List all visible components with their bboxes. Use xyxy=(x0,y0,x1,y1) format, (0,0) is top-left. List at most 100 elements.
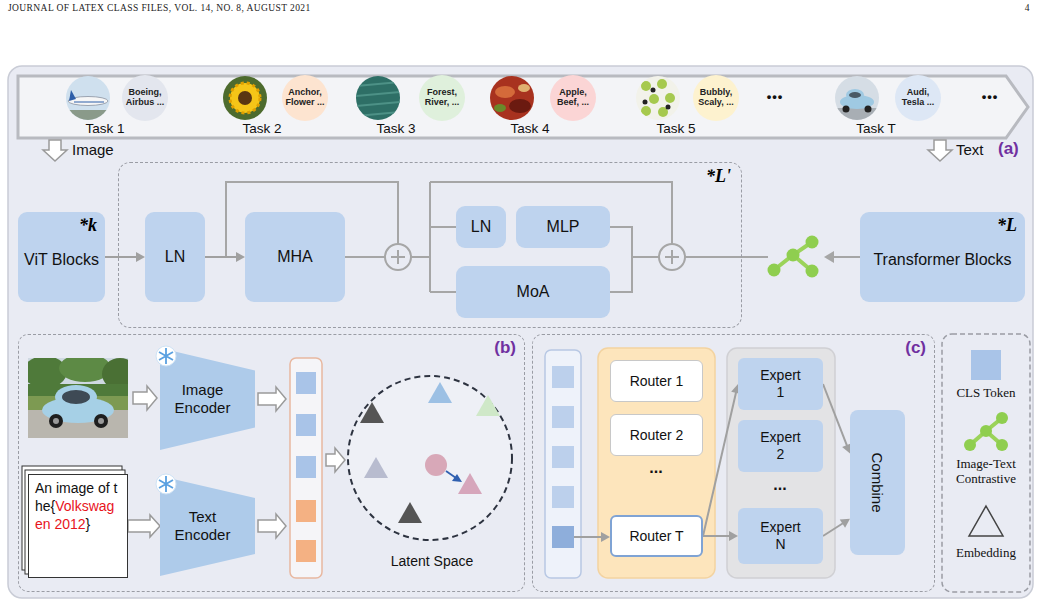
connector-line xyxy=(205,256,238,258)
cls-token-column xyxy=(545,350,581,578)
node-label: LN xyxy=(467,217,495,236)
cls-token-column xyxy=(552,526,574,548)
node-label: Apple, Beef, ... xyxy=(553,88,593,107)
encoder-shape: Text Encoder xyxy=(160,476,255,576)
task-image xyxy=(835,76,879,120)
node-label: Combine xyxy=(869,452,886,512)
repeat-count: *k xyxy=(79,216,97,234)
task-image xyxy=(518,84,530,92)
legend-text: Embedding xyxy=(944,546,1028,561)
router-box: Router 2 xyxy=(610,414,703,456)
hollow-arrow xyxy=(258,514,286,538)
car-photo xyxy=(53,418,59,424)
router-box: Router T xyxy=(610,515,703,557)
latent-space xyxy=(446,471,456,478)
cls-token-column xyxy=(545,350,581,578)
class-circle: Boeing, Airbus ... xyxy=(122,75,168,121)
frozen-icon xyxy=(159,476,173,492)
node-label: MLP xyxy=(543,217,584,236)
task-label: Task T xyxy=(846,121,906,136)
embedding-bar xyxy=(290,358,322,578)
input-label: Image xyxy=(72,141,132,158)
figure-background xyxy=(8,66,1033,598)
input-label: Text xyxy=(956,141,996,158)
node-label: Expert 1 xyxy=(760,367,800,401)
legend-contrastive-icon xyxy=(964,412,1008,451)
task-image xyxy=(356,76,400,120)
embedding-bar xyxy=(290,358,322,578)
arrow-head xyxy=(236,252,245,262)
task-image xyxy=(849,92,861,98)
latent-space xyxy=(428,382,452,403)
arrow-head xyxy=(136,252,145,262)
arrow-head xyxy=(601,532,610,542)
latent-space xyxy=(364,457,388,478)
node-label: ViT Blocks xyxy=(20,250,103,285)
attention-box: MHA xyxy=(245,212,345,302)
task-image xyxy=(494,104,506,112)
input-arrow xyxy=(928,140,952,161)
connector-line xyxy=(703,535,731,537)
connector-line xyxy=(823,384,847,447)
node-label: Expert 2 xyxy=(760,429,800,463)
latent-space xyxy=(476,395,500,416)
node-label: Router 1 xyxy=(630,373,684,389)
task-image xyxy=(509,99,531,113)
legend-contrastive-icon xyxy=(996,412,1008,424)
block-wiring xyxy=(610,227,632,292)
task-image xyxy=(641,106,651,116)
residual-add xyxy=(665,250,679,264)
connector-line xyxy=(823,523,844,536)
class-circle: Audi, Tesla ... xyxy=(895,75,941,121)
task-image xyxy=(641,81,651,91)
space-label: Latent Space xyxy=(377,553,487,569)
panel-tag: (c) xyxy=(533,335,934,358)
latent-space xyxy=(348,376,512,540)
ellipsis: ••• xyxy=(755,89,795,104)
arrow-head xyxy=(840,519,850,528)
norm-box: LN xyxy=(145,212,205,302)
ellipsis: ... xyxy=(760,476,800,494)
node-label: MHA xyxy=(273,247,317,266)
frozen-icon xyxy=(159,348,173,364)
task-image xyxy=(66,76,110,120)
hollow-arrow xyxy=(326,448,345,472)
task-image xyxy=(835,76,879,120)
residual-add xyxy=(659,244,685,270)
expert-panel xyxy=(727,348,835,578)
node-label: LN xyxy=(161,247,189,266)
legend-swatch xyxy=(971,350,1001,380)
ellipsis: ... xyxy=(636,459,676,477)
task-image xyxy=(657,79,667,89)
input-arrow xyxy=(43,140,67,161)
cls-token-column xyxy=(552,486,574,508)
node-label: Router T xyxy=(629,528,683,544)
latent-space xyxy=(348,376,512,540)
legend-contrastive-icon xyxy=(996,439,1008,451)
task-image xyxy=(649,94,659,104)
expert-box: Expert N xyxy=(738,508,823,564)
class-circle: Forest, River, ... xyxy=(419,75,465,121)
task-image xyxy=(66,110,110,120)
task-image xyxy=(865,106,872,113)
router-panel xyxy=(598,348,715,578)
block-arrow xyxy=(128,515,160,537)
prompt-card: An image of the{Volkswagen 2012} xyxy=(28,474,128,578)
hollow-arrow xyxy=(133,386,157,410)
ellipsis: ••• xyxy=(970,89,1010,104)
task-image xyxy=(356,76,400,120)
legend-triangle xyxy=(969,506,1003,536)
connector xyxy=(128,515,160,537)
encoder-shape: Image Encoder xyxy=(160,348,255,450)
node-label: MoA xyxy=(513,282,554,301)
arrow-head xyxy=(729,531,738,541)
mlp-box: MLP xyxy=(516,206,610,248)
task-label: Task 5 xyxy=(646,121,706,136)
connector xyxy=(823,384,851,454)
node-label: Text Encoder xyxy=(160,508,245,544)
connector xyxy=(205,252,245,262)
legend-text: CLS Token xyxy=(944,386,1028,401)
hollow-arrow xyxy=(258,387,286,411)
legend-text: Image-Text Contrastive xyxy=(944,457,1028,487)
